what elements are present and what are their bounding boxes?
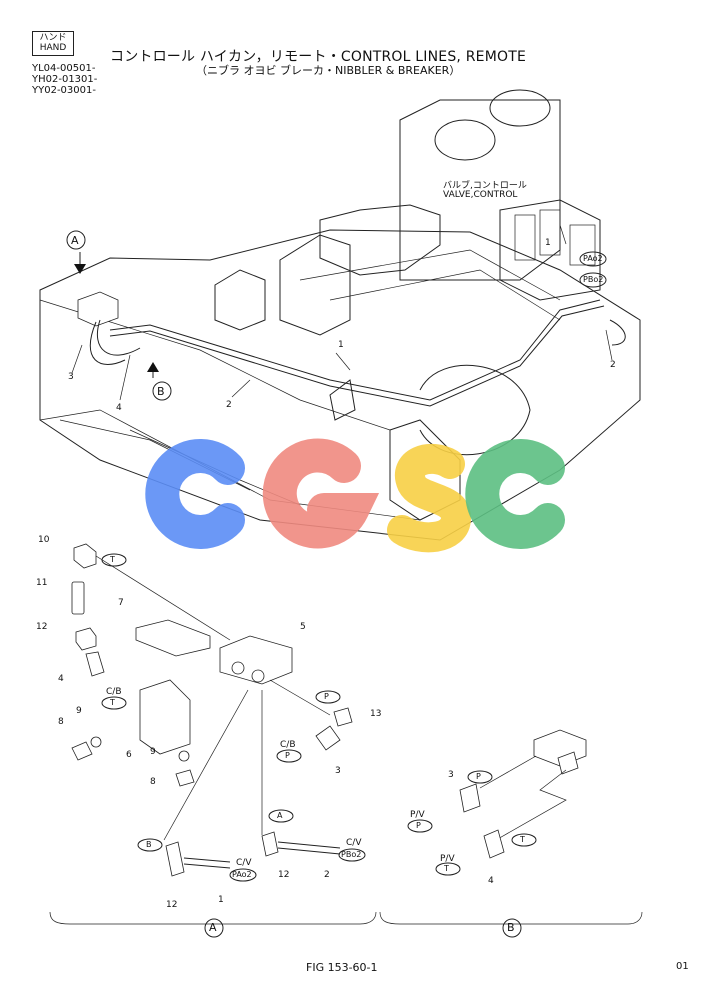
callout-10: 10 (38, 535, 50, 545)
cgsc-watermark (145, 438, 565, 553)
callout-12-right: 12 (278, 870, 290, 880)
view-b-marker: B (157, 385, 165, 398)
p-port-b: P (476, 772, 481, 781)
callout-3-overview: 3 (68, 372, 74, 382)
hand-en-label: HAND (39, 43, 67, 53)
detail-b-drawing (379, 729, 643, 925)
page-title: コントロール ハイカン，リモート・CONTROL LINES, REMOTE (110, 49, 526, 65)
page-subtitle: （ニブラ オヨビ ブレーカ・NIBBLER & BREAKER） (196, 64, 461, 77)
t-port-pv: T (444, 864, 449, 873)
callout-8-left: 8 (58, 717, 64, 727)
callout-2-overview: 2 (226, 400, 232, 410)
valve-label-jp: バルブ,コントロール (443, 181, 527, 191)
callout-8-right: 8 (150, 777, 156, 787)
hand-jp-label: ハンド (39, 33, 67, 43)
callout-5: 5 (300, 622, 306, 632)
callout-3-detail: 3 (335, 766, 341, 776)
b-port-label: B (146, 840, 152, 849)
p-port-cb: P (285, 751, 290, 760)
t-port-top: T (110, 555, 115, 564)
cv-label-left: C/V (236, 858, 252, 868)
detail-a-label: A (209, 921, 217, 934)
figure-number: FIG 153-60-1 (306, 961, 378, 974)
page-number: 01 (676, 961, 689, 972)
callout-9-right: 9 (150, 747, 156, 757)
callout-12-top: 12 (36, 622, 48, 632)
callout-13: 13 (370, 709, 382, 719)
pv-label-upper: P/V (410, 810, 425, 820)
callout-1-overview-line: 1 (338, 340, 344, 350)
detail-b-label: B (507, 921, 515, 934)
callout-2-detail: 2 (324, 870, 330, 880)
callout-12-left: 12 (166, 900, 178, 910)
a-port-label: A (277, 811, 283, 820)
view-a-marker: A (71, 234, 79, 247)
valve-label-en: VALVE,CONTROL (443, 190, 518, 200)
serial-range-1: YL04-00501- (32, 63, 96, 74)
cb-label-upper: C/B (106, 687, 122, 697)
callout-11: 11 (36, 578, 48, 588)
callout-1-detail: 1 (218, 895, 224, 905)
callout-7: 7 (118, 598, 124, 608)
callout-2-right: 2 (610, 360, 616, 370)
pb02-label: PBo2 (583, 275, 604, 284)
p-port-top: P (324, 692, 329, 701)
pv-label-lower: P/V (440, 854, 455, 864)
t-port-b: T (520, 835, 525, 844)
callout-9-left: 9 (76, 706, 82, 716)
callout-4-b: 4 (488, 876, 494, 886)
pb02-port-label: PBo2 (341, 850, 362, 859)
t-port-cb: T (110, 698, 115, 707)
p-port-pv: P (416, 821, 421, 830)
pa02-label: PAo2 (583, 254, 603, 263)
callout-bubbles (66, 230, 607, 938)
serial-range-3: YY02-03001- (32, 85, 96, 96)
detail-a-drawing (49, 543, 377, 925)
cv-label-right: C/V (346, 838, 362, 848)
callout-1-overview: 1 (545, 238, 551, 248)
callout-3-b: 3 (448, 770, 454, 780)
callout-6: 6 (126, 750, 132, 760)
pa02-port-label: PAo2 (232, 870, 252, 879)
callout-4-detail: 4 (58, 674, 64, 684)
serial-range-2: YH02-01301- (32, 74, 98, 85)
callout-4-overview: 4 (116, 403, 122, 413)
cb-label-lower: C/B (280, 740, 296, 750)
hand-box: ハンド HAND (32, 31, 74, 56)
